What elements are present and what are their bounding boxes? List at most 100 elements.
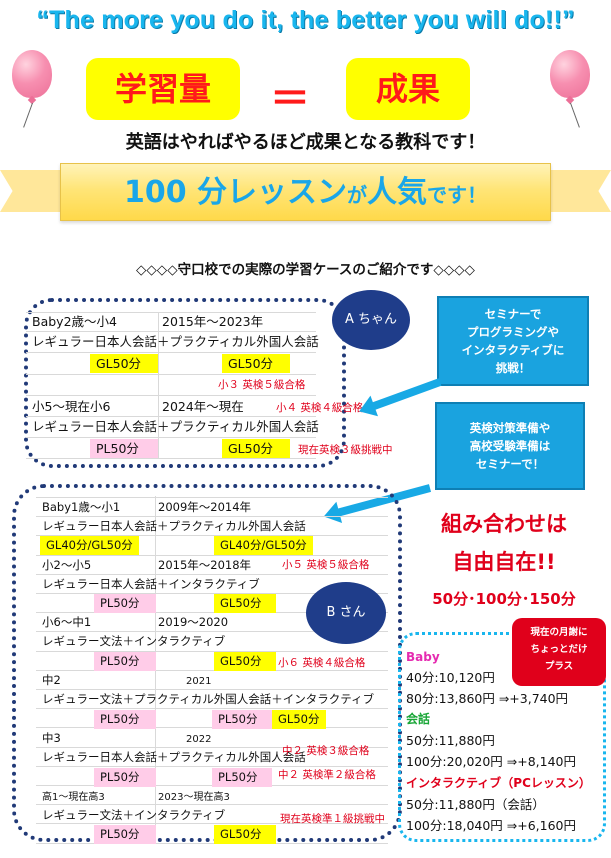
price-kaiwa-100: 100分:20,020円 ⇒+8,140円 — [406, 754, 577, 769]
case-a-note-1: 小３ 英検５級合格 — [218, 379, 306, 391]
case-b-gridline — [36, 497, 388, 498]
badge-line-1: 現在の月謝に — [530, 627, 588, 638]
case-b-lesson-5b: PL50分 — [212, 768, 272, 787]
case-a-lesson-2b: GL50分 — [222, 439, 290, 458]
case-b-gridline — [36, 804, 388, 806]
case-b-lesson-3a: PL50分 — [94, 652, 156, 671]
case-b-gridline — [36, 650, 388, 652]
callout1-line4: 挑戦！ — [495, 361, 531, 375]
lesson-banner: 100 分レッスンが人気です！ — [60, 163, 551, 221]
case-b-lesson-5a: PL50分 — [94, 768, 156, 787]
callout2-line1: 英検対策準備や — [469, 421, 551, 435]
case-b-gridline — [36, 842, 388, 844]
case-b-gridline — [36, 631, 388, 633]
combo-line-2: 自由自在!! — [452, 550, 556, 574]
case-b-lesson-4b: PL50分 — [212, 710, 272, 729]
case-b-years-5: 2022 — [186, 734, 212, 745]
price-frame — [398, 632, 606, 842]
subtitle: 英語はやればやるほど成果となる教科です！ — [125, 132, 486, 153]
price-kaiwa-50: 50分:11,880円 — [406, 733, 495, 748]
case-b-note-2: 小６ 英検４級合格 — [278, 657, 366, 669]
case-b-gridline — [36, 573, 388, 575]
ribbon-right-tail — [541, 170, 611, 212]
price-baby-80: 80分:13,860円 ⇒+3,740円 — [406, 691, 569, 706]
case-b-gridline — [36, 823, 388, 825]
case-a-note-3: 現在英検３級挑戦中 — [298, 444, 393, 456]
case-b-lesson-4a: PL50分 — [94, 710, 156, 729]
case-b-gridline — [36, 554, 388, 556]
case-b-note-4: 中２ 英検準２級合格 — [278, 769, 376, 781]
price-baby-label: Baby — [406, 650, 440, 664]
equals-sign: ＝ — [270, 76, 310, 122]
case-a-label: A ちゃん — [332, 290, 410, 350]
balloon-left-icon — [12, 50, 52, 98]
study-amount-box: 学習量 — [86, 58, 240, 120]
case-b-lesson-6b: GL50分 — [214, 825, 276, 844]
case-b-years-6: 2023～現在高3 — [158, 792, 230, 803]
case-b-gridline — [36, 516, 388, 518]
price-baby-40: 40分:10,120円 — [406, 670, 495, 685]
case-b-lesson-2b: GL50分 — [214, 594, 276, 613]
intro-text: ◇◇◇◇守口校での実際の学習ケースのご紹介です◇◇◇◇ — [136, 262, 475, 278]
arrow-1-icon — [370, 378, 442, 411]
case-b-course-1: レギュラー日本人会話＋プラクティカル外国人会話 — [42, 519, 306, 533]
banner-text-4: です！ — [427, 183, 488, 207]
callout1-line1: セミナーで — [484, 307, 542, 321]
case-a-lesson-1b: GL50分 — [222, 354, 290, 373]
price-inter-50: 50分:11,880円（会話） — [406, 797, 545, 812]
case-b-course-2: レギュラー日本人会話＋インタラクティブ — [42, 577, 260, 591]
case-a-years-1: 2015年～2023年 — [162, 314, 264, 329]
badge-line-3: プラス — [544, 661, 574, 672]
case-b-note-5: 現在英検準１級挑戦中 — [280, 813, 385, 825]
case-b-gridline — [36, 689, 388, 690]
case-a-frame — [24, 298, 346, 468]
case-a-note-2: 小４ 英検４級合格 — [276, 402, 364, 414]
case-b-gridline — [36, 612, 388, 614]
case-a-course-1: レギュラー日本人会話＋プラクティカル外国人会話 — [32, 334, 319, 349]
case-a-years-2: 2024年～現在 — [162, 399, 244, 414]
price-inter-label: インタラクティブ（PCレッスン） — [406, 776, 591, 790]
seminar-exam-callout: 英検対策準備や 高校受験準備は セミナーで！ — [435, 402, 585, 490]
case-a-period-2: 小5～現在小6 — [32, 399, 111, 414]
callout2-line2: 高校受験準備は — [469, 439, 551, 453]
price-inter-100: 100分:18,040円 ⇒+6,160円 — [406, 818, 577, 833]
case-b-period-1: Baby1歳～小1 — [42, 500, 121, 514]
balloon-right-string — [570, 102, 580, 128]
case-b-gridline — [36, 746, 388, 748]
case-b-note-1: 小５ 英検５級合格 — [282, 559, 370, 571]
case-b-gridline — [36, 765, 388, 767]
case-b-lesson-1a: GL40分/GL50分 — [40, 536, 139, 555]
balloon-left-string — [23, 102, 33, 128]
case-b-course-5: レギュラー日本人会話＋プラクティカル外国人会話 — [42, 750, 306, 764]
combo-line-1: 組み合わせは — [441, 512, 567, 536]
balloon-right-icon — [550, 50, 590, 98]
case-b-gridline — [36, 593, 388, 594]
case-b-lesson-3b: GL50分 — [214, 652, 276, 671]
case-a-period-1: Baby2歳～小4 — [32, 314, 117, 329]
callout1-line2: プログラミングや — [467, 325, 559, 339]
slogan-heading: “The more you do it, the better you will… — [36, 6, 575, 34]
case-b-lesson-4c: GL50分 — [272, 710, 326, 729]
case-b-gridline — [36, 535, 388, 537]
banner-text-3: 人気 — [367, 175, 428, 210]
case-b-lesson-6a: PL50分 — [94, 825, 156, 844]
case-b-course-6: レギュラー文法＋インタラクティブ — [42, 808, 226, 822]
case-b-years-4: 2021 — [186, 676, 212, 687]
badge-line-2: ちょっとだけ — [530, 644, 588, 655]
case-b-period-4: 中2 — [42, 673, 61, 687]
case-b-years-2: 2015年～2018年 — [158, 558, 252, 572]
case-b-gridline — [36, 708, 388, 710]
case-b-period-5: 中3 — [42, 731, 61, 745]
case-b-note-3: 中２ 英検３級合格 — [282, 745, 370, 757]
case-a-course-2: レギュラー日本人会話＋プラクティカル外国人会話 — [32, 419, 319, 434]
case-b-gridline — [36, 669, 388, 671]
price-badge: 現在の月謝に ちょっとだけ プラス — [512, 618, 606, 686]
banner-text-2: が — [347, 183, 368, 207]
case-b-period-2: 小2～小5 — [42, 558, 92, 572]
combo-line-3: 50分･100分･150分 — [432, 590, 576, 608]
case-b-lesson-1b: GL40分/GL50分 — [214, 536, 313, 555]
case-b-years-3: 2019～2020 — [158, 615, 229, 629]
callout2-line3: セミナーで！ — [475, 457, 545, 471]
case-b-period-3: 小6～中1 — [42, 615, 92, 629]
banner-text-1: 100 分レッスン — [123, 175, 348, 210]
